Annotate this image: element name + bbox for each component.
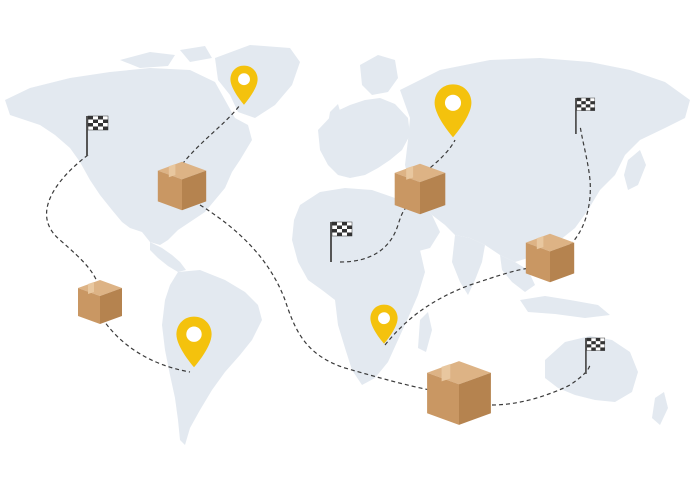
landmass-arctic-islands-2 bbox=[180, 46, 212, 62]
route-flag-na-to-box-sa bbox=[45, 154, 101, 291]
landmass-europe bbox=[318, 98, 410, 178]
cardboard-box-icon bbox=[78, 280, 122, 324]
landmass-southeast-asia bbox=[500, 255, 535, 292]
landmass-india bbox=[452, 235, 485, 295]
land-layer bbox=[5, 45, 690, 445]
cardboard-box-icon bbox=[394, 163, 446, 215]
landmass-scandinavia bbox=[360, 55, 398, 95]
landmass-greenland bbox=[215, 45, 300, 118]
landmass-asia bbox=[400, 58, 690, 262]
landmass-indonesia bbox=[520, 296, 610, 318]
landmass-central-america bbox=[150, 242, 186, 272]
cardboard-box-icon bbox=[525, 233, 575, 283]
landmass-japan bbox=[624, 150, 646, 190]
landmass-north-america bbox=[5, 68, 252, 245]
route-box-sa-to-pin-sa bbox=[101, 317, 191, 373]
route-pin-africa-to-box-asia bbox=[384, 267, 531, 346]
landmass-uk bbox=[328, 104, 342, 128]
cardboard-box-icon bbox=[157, 161, 207, 211]
cardboard-box-icon bbox=[427, 361, 491, 425]
landmass-madagascar bbox=[418, 312, 432, 352]
landmass-africa bbox=[292, 188, 425, 385]
landmass-arctic-islands bbox=[120, 52, 175, 68]
landmass-new-zealand bbox=[652, 392, 668, 425]
route-box-na-to-box-south bbox=[199, 204, 431, 391]
landmass-south-america bbox=[162, 270, 262, 445]
